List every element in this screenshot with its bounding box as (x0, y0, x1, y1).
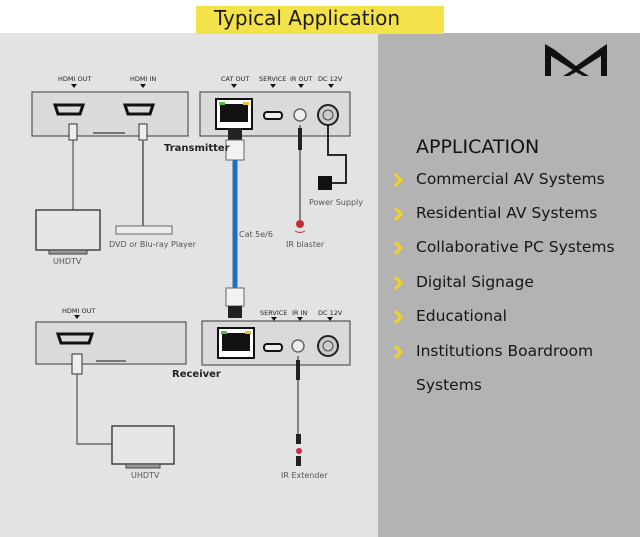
title-banner (196, 6, 444, 34)
chevron-right-icon (393, 310, 403, 324)
transmitter-label: Transmitter (164, 143, 230, 154)
power-supply-label: Power Supply (309, 198, 363, 207)
port-label: HDMI IN (130, 75, 157, 83)
player-label: DVD or Blu-ray Player (109, 240, 196, 249)
chevron-right-icon (393, 207, 403, 221)
port-label: SERVICE (260, 309, 288, 317)
chevron-right-icon (393, 173, 403, 187)
hdmi-port-icon (122, 103, 156, 116)
application-item: Collaborative PC Systems (416, 238, 615, 256)
port-arrow-icon (328, 84, 334, 88)
tv-label: UHDTV (53, 257, 82, 266)
port-label: IR OUT (290, 75, 313, 83)
port-arrow-icon (140, 84, 146, 88)
application-item: Digital Signage (416, 273, 534, 291)
rx-hdmi-box (35, 321, 187, 365)
port-label: HDMI OUT (58, 75, 92, 83)
port-arrow-icon (327, 317, 333, 321)
cable-label: Cat 5e/6 (239, 230, 273, 239)
dc-jack-icon (317, 104, 339, 126)
tx-hdmi-box (31, 91, 189, 137)
application-item-continued: Systems (416, 376, 482, 394)
application-item: Commercial AV Systems (416, 170, 605, 188)
ir-blaster-label: IR blaster (286, 240, 325, 249)
hdmi-port-icon (52, 103, 86, 116)
port-label: HDMI OUT (62, 307, 96, 315)
ir-jack-icon (291, 339, 305, 353)
connection-diagram (31, 91, 351, 469)
application-panel (378, 33, 640, 537)
port-arrow-icon (271, 317, 277, 321)
port-label: IR IN (292, 309, 308, 317)
dc-jack-icon (317, 335, 339, 357)
chevron-right-icon (393, 241, 403, 255)
tv-icon (35, 209, 101, 251)
power-adapter-icon (318, 176, 332, 190)
port-label: SERVICE (259, 75, 287, 83)
page-title: Typical Application (213, 6, 401, 30)
port-label: DC 12V (318, 309, 343, 317)
application-item: Residential AV Systems (416, 204, 598, 222)
port-arrow-icon (74, 315, 80, 319)
chevron-right-icon (393, 276, 403, 290)
hdmi-port-icon (55, 332, 95, 345)
chevron-right-icon (393, 345, 403, 359)
brand-m-logo (545, 44, 607, 76)
ir-jack-icon (293, 108, 307, 122)
port-arrow-icon (298, 84, 304, 88)
port-arrow-icon (71, 84, 77, 88)
usb-port-icon (263, 343, 283, 352)
application-heading: APPLICATION (416, 136, 540, 158)
application-item: Educational (416, 307, 507, 325)
application-item: Institutions Boardroom (416, 342, 594, 360)
port-arrow-icon (297, 317, 303, 321)
port-label: CAT OUT (221, 75, 250, 83)
receiver-label: Receiver (172, 369, 221, 380)
port-arrow-icon (231, 84, 237, 88)
ir-extender-icon (296, 448, 302, 454)
port-arrow-icon (270, 84, 276, 88)
player-icon (115, 225, 173, 235)
port-label: DC 12V (318, 75, 343, 83)
ir-blaster-icon (296, 220, 304, 228)
tv-label: UHDTV (131, 471, 160, 480)
tv-icon (111, 425, 175, 465)
ir-extender-label: IR Extender (281, 471, 328, 480)
usb-port-icon (263, 111, 283, 120)
